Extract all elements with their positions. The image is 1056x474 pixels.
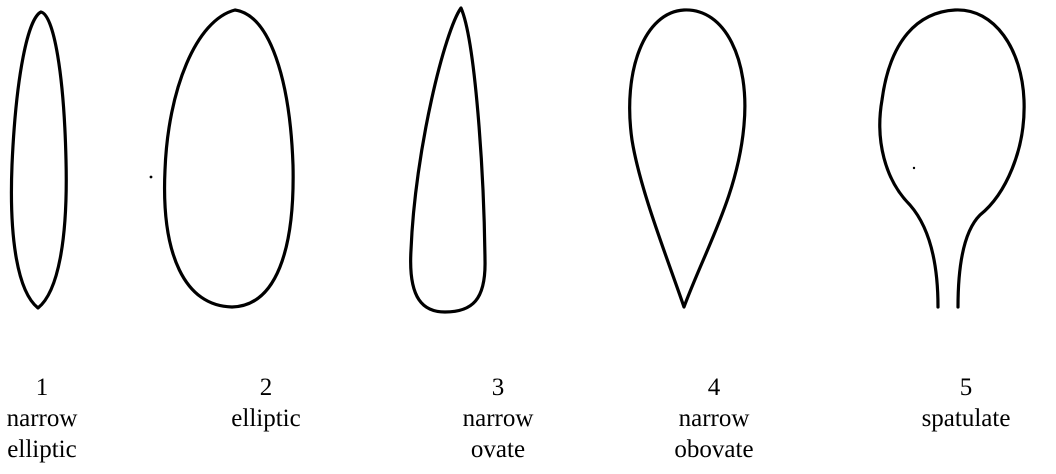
narrow-ovate-leaf-outline bbox=[409, 6, 487, 314]
narrow-elliptic-leaf-outline bbox=[9, 10, 68, 310]
elliptic-leaf-outline bbox=[162, 8, 295, 309]
shape-label-1: 1 narrow elliptic bbox=[0, 372, 132, 465]
shape-label-4: 4 narrow obovate bbox=[624, 372, 804, 465]
shape-number: 5 bbox=[959, 374, 973, 401]
stray-speck bbox=[149, 175, 153, 179]
spatulate-leaf-outline bbox=[878, 8, 1026, 309]
shape-number: 3 bbox=[491, 374, 505, 401]
stray-speck bbox=[912, 166, 916, 170]
shape-number: 4 bbox=[707, 374, 721, 401]
shape-name-line: narrow bbox=[462, 405, 534, 432]
shape-name-line: ovate bbox=[470, 436, 526, 463]
shape-label-2: 2 elliptic bbox=[176, 372, 356, 434]
shape-label-5: 5 spatulate bbox=[876, 372, 1056, 434]
shape-name-line: narrow bbox=[678, 405, 750, 432]
shape-name-line: narrow bbox=[6, 405, 78, 432]
shape-name-line: elliptic bbox=[231, 405, 301, 432]
shape-name-line: elliptic bbox=[7, 436, 77, 463]
narrow-obovate-leaf-outline bbox=[628, 8, 747, 309]
shape-label-3: 3 narrow ovate bbox=[408, 372, 588, 465]
shape-name-line: spatulate bbox=[921, 405, 1011, 432]
shape-name-line: obovate bbox=[674, 436, 754, 463]
shape-number: 1 bbox=[35, 374, 49, 401]
shape-number: 2 bbox=[259, 374, 273, 401]
